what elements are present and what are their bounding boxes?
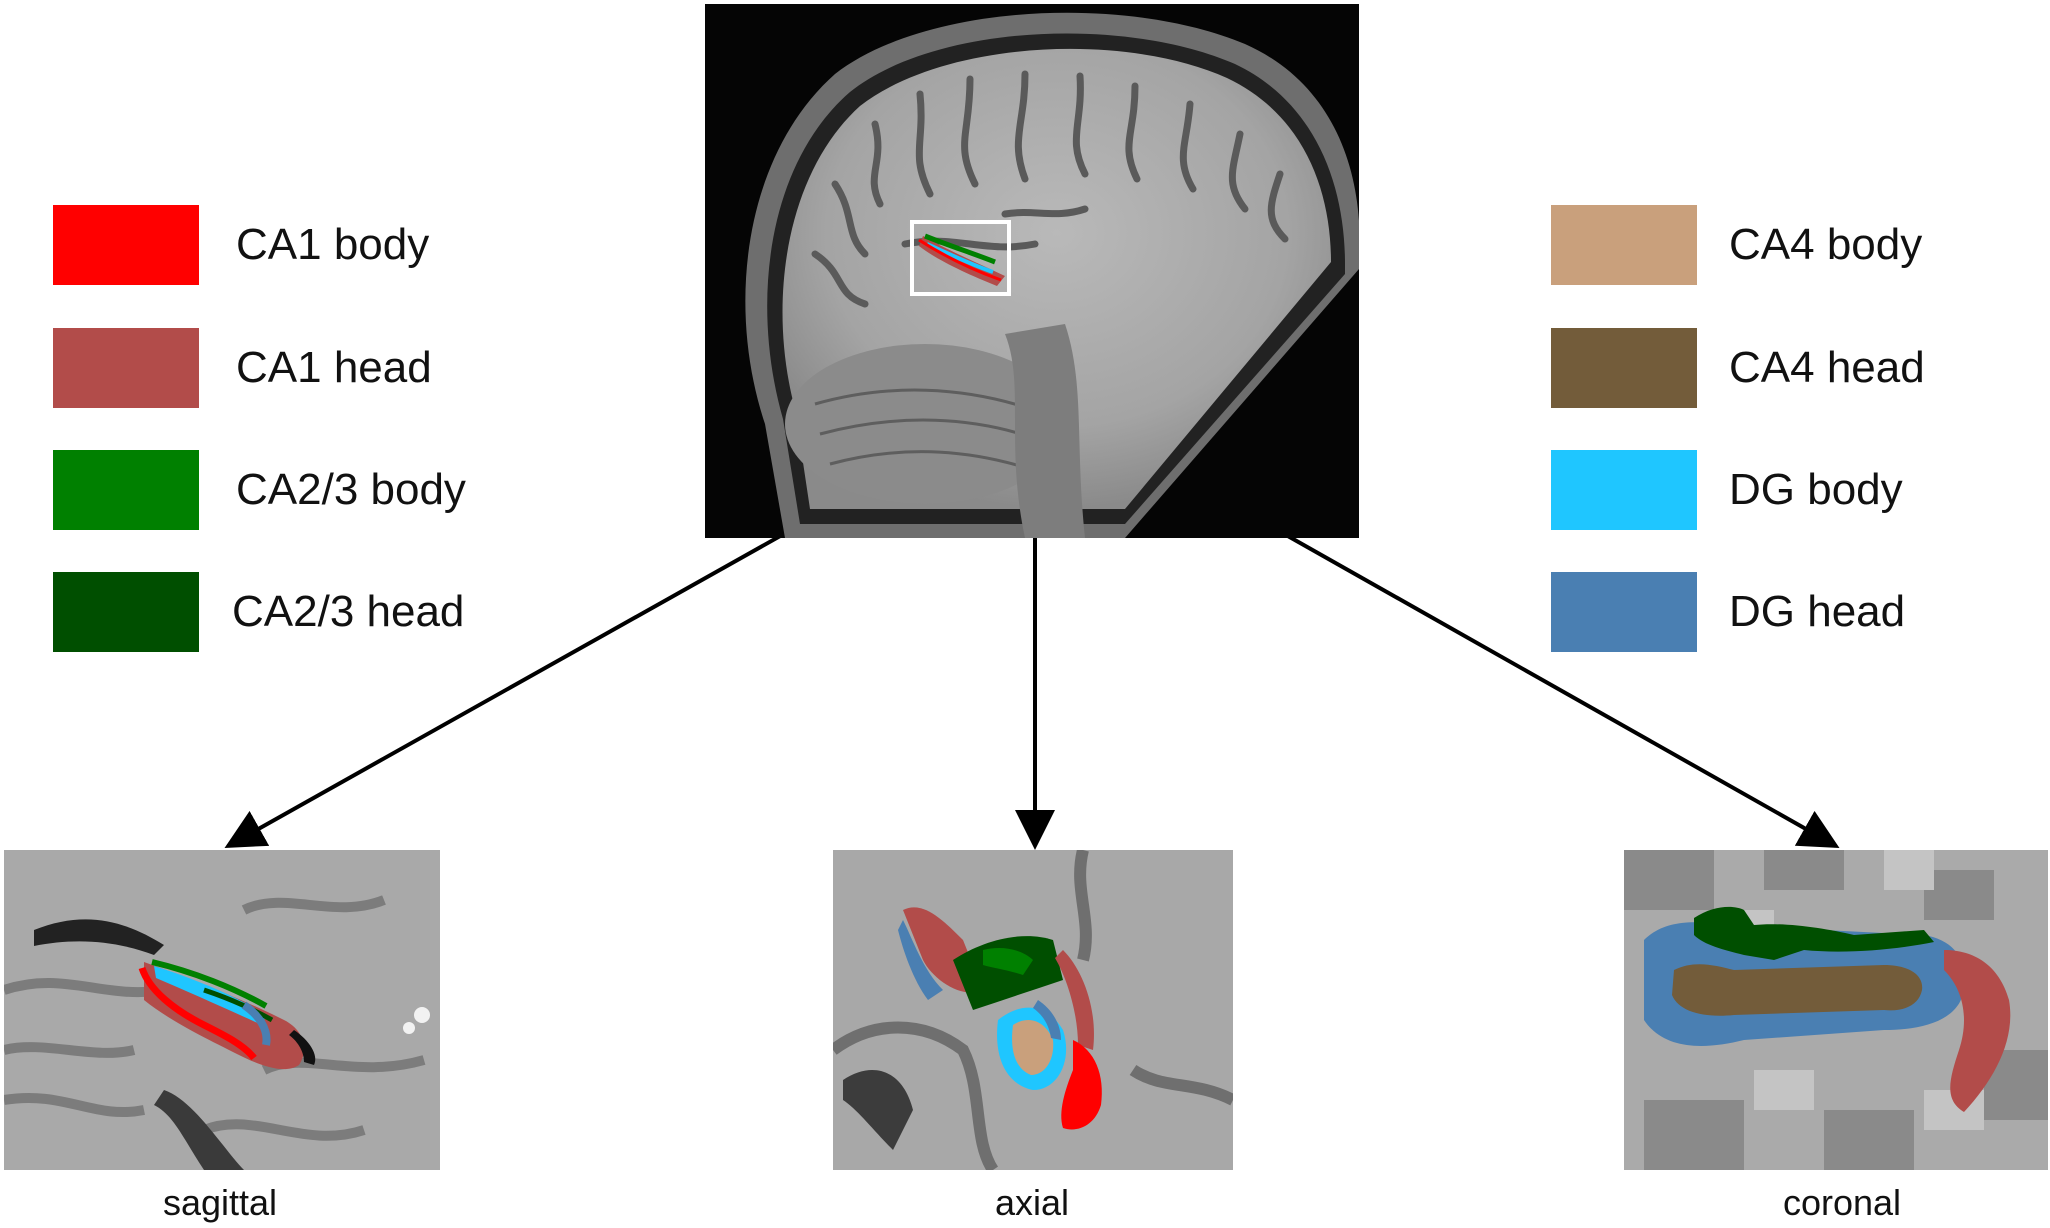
view-label-sagittal: sagittal <box>162 1182 278 1223</box>
legend-label-dg-body: DG body <box>1729 465 1903 514</box>
swatch-ca1-head <box>53 328 199 408</box>
legend-label-ca23-head: CA2/3 head <box>232 587 465 636</box>
swatch-ca4-body <box>1551 205 1697 285</box>
swatch-ca4-head <box>1551 328 1697 408</box>
swatch-dg-head <box>1551 572 1697 652</box>
legend-label-ca1-head: CA1 head <box>236 343 432 392</box>
brain-mri-overview <box>705 4 1359 538</box>
swatch-ca23-head <box>53 572 199 652</box>
swatch-dg-body <box>1551 450 1697 530</box>
view-label-coronal: coronal <box>1782 1182 1902 1223</box>
axial-zoom-panel <box>833 850 1233 1170</box>
legend-label-ca23-body: CA2/3 body <box>236 465 466 514</box>
legend-label-dg-head: DG head <box>1729 587 1906 636</box>
legend-label-ca1-body: CA1 body <box>236 220 430 269</box>
legend-label-ca4-body: CA4 body <box>1729 220 1923 269</box>
coronal-zoom-panel <box>1624 850 2048 1170</box>
view-label-axial: axial <box>994 1182 1070 1223</box>
sagittal-zoom-panel <box>4 850 440 1170</box>
swatch-ca1-body <box>53 205 199 285</box>
swatch-ca23-body <box>53 450 199 530</box>
legend-label-ca4-head: CA4 head <box>1729 343 1925 392</box>
